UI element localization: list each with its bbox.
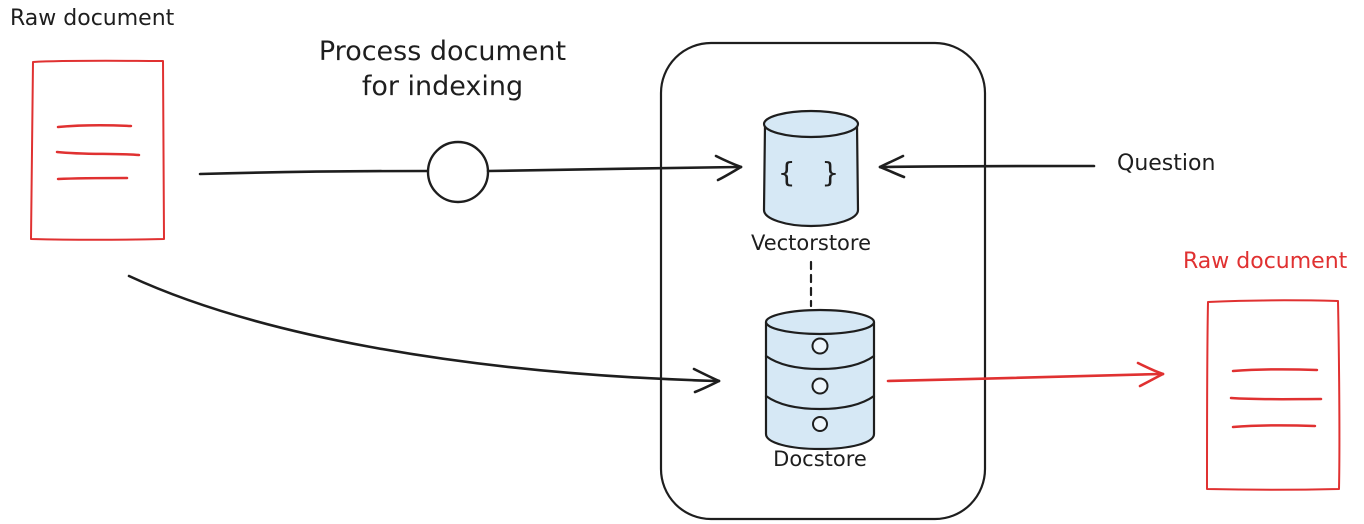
document-text-line: [1231, 368, 1319, 373]
arrow-document-to-process: [198, 169, 430, 176]
vectorstore-braces-glyph: { }: [778, 156, 844, 189]
process-step-label-line1: Process document: [318, 36, 567, 67]
raw-document-right-icon: [1206, 299, 1341, 491]
process-step-node: [426, 140, 490, 204]
database-top: [764, 308, 876, 336]
process-step-label-line2: for indexing: [361, 71, 524, 103]
raw-document-left-icon: [30, 59, 165, 241]
arrow-question-to-vectorstore: [878, 154, 1096, 179]
database-dot: [812, 416, 828, 432]
database-dot: [811, 377, 829, 395]
database-divider: [764, 394, 876, 411]
document-outline: [1206, 299, 1341, 491]
document-outline: [30, 59, 165, 241]
question-label: Question: [1117, 151, 1216, 176]
process-step-label: Process document for indexing: [300, 34, 585, 104]
cylinder-top: [762, 109, 860, 139]
arrow-docstore-to-document: [886, 361, 1165, 388]
retriever-container: [659, 41, 987, 521]
document-text-line: [1229, 396, 1323, 401]
database-divider: [764, 354, 876, 371]
vectorstore-cylinder-icon: [762, 109, 860, 228]
vectorstore-label: Vectorstore: [750, 231, 872, 255]
cylinder-body: [762, 122, 860, 228]
document-text-line: [56, 176, 129, 181]
raw-document-left-label: Raw document: [10, 6, 175, 31]
arrow-document-to-docstore: [127, 274, 721, 394]
document-text-line: [1231, 424, 1317, 429]
database-dot: [811, 337, 829, 355]
docstore-database-icon: [764, 308, 876, 451]
docstore-label: Docstore: [773, 447, 867, 471]
raw-document-right-label: Raw document: [1183, 249, 1348, 274]
document-text-line: [55, 150, 141, 157]
arrow-process-to-vectorstore: [486, 154, 743, 182]
document-text-line: [56, 124, 133, 129]
